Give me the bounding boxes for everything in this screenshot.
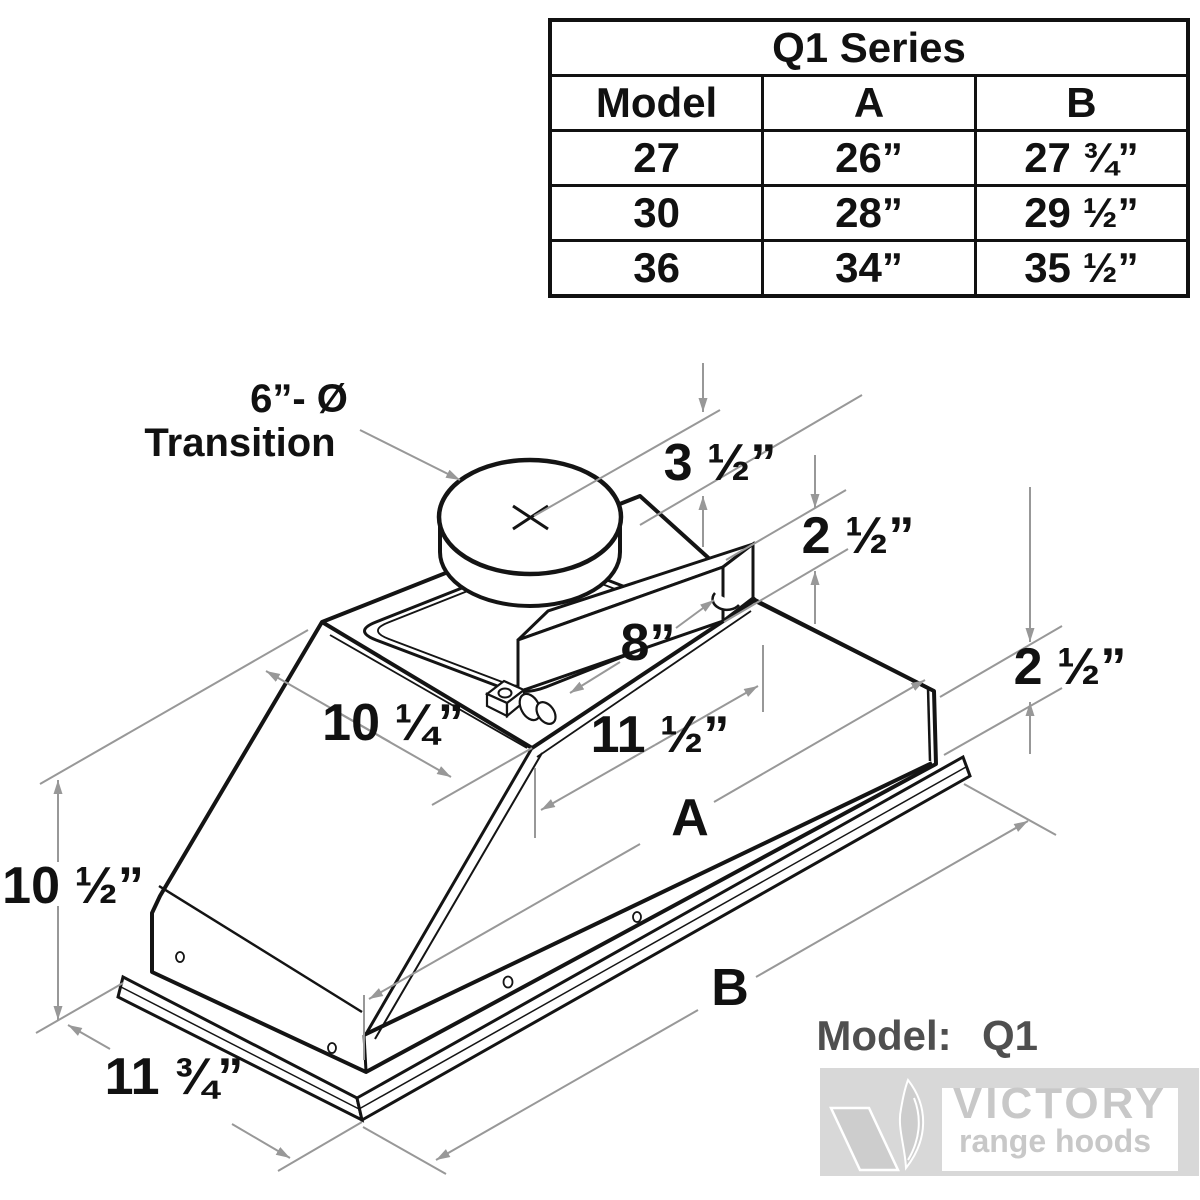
model-note: Model: Q1 [816,1012,1038,1059]
junction-box-front [516,564,725,695]
screw-hole [502,975,514,989]
model-note-label: Model: [816,1012,951,1059]
dimension-labels: 6”- Ø Transition 3 ½” 2 ½” 2 ½” 8” 10 ¼”… [2,377,1126,1106]
col-header-b: B [973,74,1190,132]
logo-tagline-text: range hoods [959,1123,1151,1159]
body-height-label: 10 ½” [2,857,144,915]
dim-b-label: B [711,959,749,1017]
top-depth-label: 10 ¼” [322,694,464,752]
ext-line-base-left [35,982,124,1034]
box-bottom-level-line [723,548,849,623]
box-length-arrow-right [675,599,715,629]
base-flange [116,754,972,1123]
screw-hole [327,1042,337,1054]
ext-line-top-left [39,629,309,785]
base-left-lip-line [120,986,360,1110]
base-depth-arrow-upper [67,1024,111,1050]
dim-a-arrow-right [713,679,926,803]
table-title-row: Q1 Series [548,18,1190,77]
hip-edge-inner [374,752,543,1040]
table-row: 30 28” 29 ½” [548,184,1190,242]
top-panel-front-edge [320,620,534,750]
q1-series-table: Q1 Series Model A B 27 26” 27 ¾” 30 28” … [548,18,1190,298]
base-front-lip-line [358,766,967,1110]
logo-flame-wisp [907,1097,920,1161]
screw-hole [175,951,185,963]
box-height-label: 2 ½” [802,507,915,565]
logo-text-panel [942,1088,1178,1171]
rim-rear-corner-post [926,687,932,762]
model-note-value: Q1 [982,1012,1038,1059]
cell-model: 27 [548,129,765,187]
opening-depth-arrow-left [540,744,656,811]
cell-a: 26” [761,129,977,187]
cell-b: 35 ½” [973,239,1190,298]
ext-line-b-right [963,783,1057,836]
table-row: 36 34” 35 ½” [548,239,1190,298]
liner-rim-top-edge [363,761,933,1037]
left-wall-crease [158,884,363,1014]
spec-table: Q1 Series Model A B 27 26” 27 ¾” 30 28” … [548,18,1190,298]
opening-depth-arrow-right [654,685,759,746]
table-title: Q1 Series [548,18,1190,77]
cell-model: 36 [548,239,765,298]
base-depth-label: 11 ¾” [105,1048,244,1106]
dim-a-label: A [671,789,709,847]
logo-v-icon [829,1106,900,1172]
box-length-arrow-left [569,661,621,694]
top-panel-right-edge [530,598,757,750]
table-header-row: Model A B [548,74,1190,132]
base-front-face [355,754,972,1123]
transition-label-line1: 6”- Ø [250,377,348,421]
cell-b: 29 ½” [973,184,1190,242]
ext-line-b-left [362,1126,447,1175]
cable-connector [484,679,557,725]
hood-body [150,494,938,1074]
col-header-model: Model [548,74,765,132]
panel-notch [711,592,740,612]
ext-line-panel-south [431,747,533,806]
brand-logo: VICTORY range hoods [820,1068,1199,1176]
rear-wall-top-edge [754,599,929,690]
box-top-level-line [725,489,847,561]
logo-flame-icon [898,1077,925,1171]
top-panel-front-hem [329,634,528,749]
dim-b-arrow-right [755,820,1029,978]
rim-height-label: 2 ½” [1014,638,1127,696]
col-header-a: A [761,74,977,132]
opening-depth-label: 11 ½” [591,706,730,764]
top-depth-arrow-lower [329,707,452,778]
cell-model: 30 [548,184,765,242]
rim-top-level-line [939,625,1063,698]
duct-collar [436,457,624,608]
dim-b-arrow-left [435,1009,699,1161]
screw-hole [632,911,642,923]
dimension-lines [35,363,1063,1175]
rim-bottom-level-line [943,687,1063,756]
duct-height-label: 3 ½” [664,434,777,492]
box-length-label: 8” [621,614,676,672]
base-depth-arrow-lower [231,1123,291,1159]
hip-edge-outer [364,747,534,1035]
transition-leader-arrow [359,429,461,481]
dim-a-arrow-left [368,843,641,1000]
duct-center-mark [512,504,549,531]
cell-a: 28” [761,184,977,242]
connector-hole [497,687,513,699]
cable-loop [535,701,557,725]
logo-brand-text: VICTORY [953,1079,1167,1128]
cell-a: 34” [761,239,977,298]
top-panel-right-hem [536,610,752,758]
cell-b: 27 ¾” [973,129,1190,187]
ext-line-base-front [277,1121,363,1172]
panel-level-line [639,394,863,526]
table-row: 27 26” 27 ¾” [548,129,1190,187]
transition-label-line2: Transition [144,421,335,465]
duct-top-level-line [533,409,721,517]
